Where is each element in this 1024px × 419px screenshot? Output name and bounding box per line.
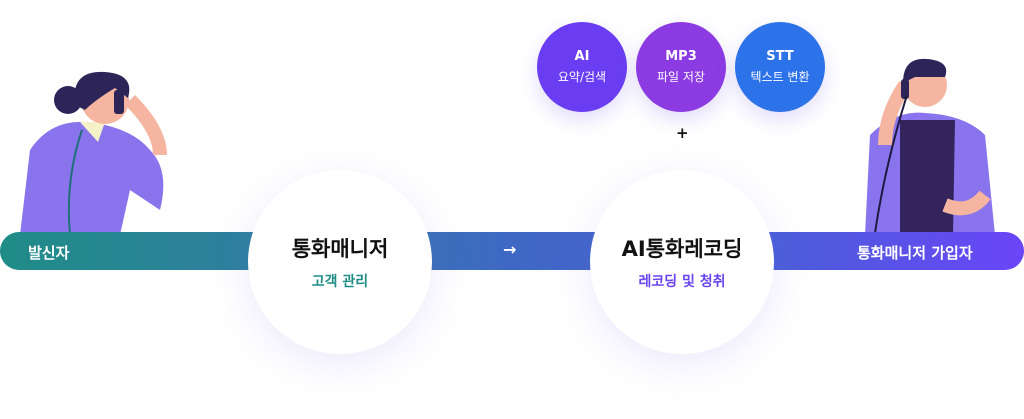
node-subtitle: 고객 관리: [311, 274, 369, 290]
feature-ai: AI 요약/검색: [537, 22, 627, 112]
feature-stt: STT 텍스트 변환: [735, 22, 825, 112]
feature-title: STT: [766, 49, 794, 64]
feature-subtitle: 텍스트 변환: [750, 70, 810, 84]
node-title: 통화매니저: [291, 237, 389, 261]
flow-bar: [0, 232, 1024, 270]
feature-subtitle: 요약/검색: [557, 70, 607, 84]
feature-mp3: MP3 파일 저장: [636, 22, 726, 112]
call-manager-node: 통화매니저 고객 관리: [248, 170, 432, 354]
node-title: AI통화레코딩: [621, 237, 743, 261]
feature-title: MP3: [665, 49, 697, 64]
ai-call-recording-node: AI통화레코딩 레코딩 및 청취: [590, 170, 774, 354]
feature-title: AI: [574, 49, 590, 64]
caller-illustration-icon: [20, 71, 167, 235]
feature-subtitle: 파일 저장: [657, 70, 705, 84]
caller-label: 발신자: [28, 244, 70, 262]
node-subtitle: 레코딩 및 청취: [638, 274, 726, 290]
plus-icon: +: [676, 124, 689, 142]
subscriber-label: 통화매니저 가입자: [857, 244, 973, 262]
subscriber-illustration-icon: [865, 58, 995, 235]
arrow-right-icon: →: [503, 240, 517, 259]
